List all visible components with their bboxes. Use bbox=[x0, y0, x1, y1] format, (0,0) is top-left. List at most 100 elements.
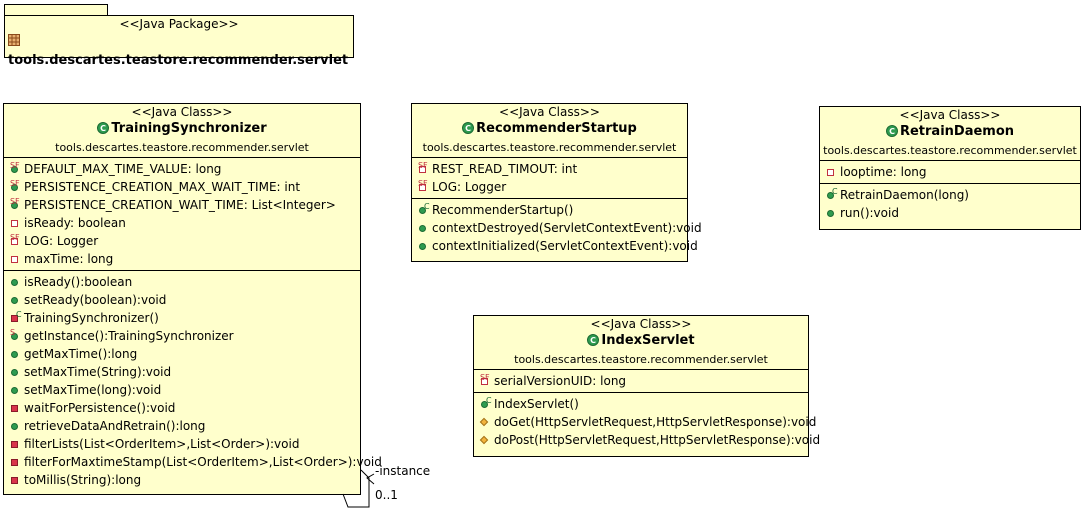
class-icon: C bbox=[587, 334, 600, 352]
method-text: doPost(HttpServletRequest,HttpServletRes… bbox=[494, 433, 821, 447]
method-row[interactable]: filterForMaxtimeStamp(List<OrderItem>,Li… bbox=[4, 453, 382, 471]
method-row[interactable]: getMaxTime():long bbox=[4, 345, 360, 363]
association-multiplicity-label: 0..1 bbox=[375, 488, 398, 502]
method-text: contextDestroyed(ServletContextEvent):vo… bbox=[432, 221, 702, 235]
public-icon bbox=[10, 420, 24, 432]
field-text: REST_READ_TIMOUT: int bbox=[432, 162, 578, 176]
class-icon: C bbox=[97, 122, 110, 140]
public-icon bbox=[10, 384, 24, 396]
method-row[interactable]: doPost(HttpServletRequest,HttpServletRes… bbox=[474, 431, 820, 449]
method-row[interactable]: contextInitialized(ServletContextEvent):… bbox=[412, 237, 698, 255]
method-row[interactable]: waitForPersistence():void bbox=[4, 399, 360, 417]
private-icon bbox=[10, 456, 24, 468]
field-row[interactable]: looptime: long bbox=[820, 163, 1080, 181]
class-name: TrainingSynchronizer bbox=[111, 121, 267, 136]
public-icon bbox=[10, 348, 24, 360]
method-text: filterLists(List<OrderItem>,List<Order>)… bbox=[24, 437, 300, 451]
method-text: isReady():boolean bbox=[24, 275, 133, 289]
svg-text:C: C bbox=[465, 124, 471, 133]
public-icon: S bbox=[10, 329, 24, 342]
method-text: run():void bbox=[840, 206, 899, 220]
package-box[interactable]: <<Java Package>> tools.descartes.teastor… bbox=[4, 15, 354, 68]
class-name: RecommenderStartup bbox=[476, 121, 637, 136]
package-tab bbox=[4, 4, 108, 16]
method-text: getMaxTime():long bbox=[24, 347, 138, 361]
method-text: retrieveDataAndRetrain():long bbox=[24, 419, 206, 433]
class-name: IndexServlet bbox=[601, 333, 695, 348]
class-stereotype: <<Java Class>> bbox=[131, 105, 233, 119]
class-name: RetrainDaemon bbox=[899, 124, 1015, 139]
class-stereotype: <<Java Class>> bbox=[499, 105, 600, 119]
protected-icon bbox=[479, 434, 494, 446]
method-text: setReady(boolean):void bbox=[24, 293, 167, 307]
method-text: doGet(HttpServletRequest,HttpServletResp… bbox=[494, 415, 817, 429]
method-text: RecommenderStartup() bbox=[432, 203, 574, 217]
field-text: PERSISTENCE_CREATION_WAIT_TIME: List<Int… bbox=[24, 198, 336, 212]
public-icon: C bbox=[418, 203, 432, 216]
class-recommender-startup[interactable]: <<Java Class>> C RecommenderStartup tools… bbox=[411, 103, 702, 262]
method-row[interactable]: retrieveDataAndRetrain():long bbox=[4, 417, 360, 435]
method-row[interactable]: contextDestroyed(ServletContextEvent):vo… bbox=[412, 219, 702, 237]
method-text: toMillis(String):long bbox=[24, 473, 142, 487]
field-text: PERSISTENCE_CREATION_MAX_WAIT_TIME: int bbox=[24, 180, 301, 194]
method-row[interactable]: setMaxTime(String):void bbox=[4, 363, 360, 381]
svg-text:C: C bbox=[889, 127, 895, 136]
field-row[interactable]: isReady: boolean bbox=[4, 214, 360, 232]
method-text: getInstance():TrainingSynchronizer bbox=[24, 329, 234, 343]
method-row[interactable]: filterLists(List<OrderItem>,List<Order>)… bbox=[4, 435, 360, 453]
field-row[interactable]: maxTime: long bbox=[4, 250, 360, 268]
method-row[interactable]: doGet(HttpServletRequest,HttpServletResp… bbox=[474, 413, 816, 431]
class-package: tools.descartes.teastore.recommender.ser… bbox=[422, 141, 677, 154]
package-icon bbox=[8, 34, 20, 52]
field-text: DEFAULT_MAX_TIME_VALUE: long bbox=[24, 162, 222, 176]
public-icon bbox=[10, 366, 24, 378]
svg-text:C: C bbox=[590, 336, 596, 345]
method-row[interactable]: toMillis(String):long bbox=[4, 471, 360, 489]
public-icon: C bbox=[826, 188, 840, 201]
package-name: tools.descartes.teastore.recommender.ser… bbox=[8, 53, 349, 68]
method-row[interactable]: setReady(boolean):void bbox=[4, 291, 360, 309]
private-icon bbox=[10, 253, 24, 265]
public-icon bbox=[418, 222, 432, 234]
class-stereotype: <<Java Class>> bbox=[590, 317, 692, 331]
field-text: LOG: Logger bbox=[432, 180, 507, 194]
public-icon: C bbox=[480, 397, 494, 410]
class-icon: C bbox=[885, 125, 898, 143]
field-text: maxTime: long bbox=[24, 252, 114, 266]
method-row[interactable]: setMaxTime(long):void bbox=[4, 381, 360, 399]
method-row[interactable]: run():void bbox=[820, 204, 1080, 222]
class-package: tools.descartes.teastore.recommender.ser… bbox=[823, 144, 1077, 157]
method-row[interactable]: isReady():boolean bbox=[4, 273, 360, 291]
private-icon bbox=[10, 474, 24, 486]
method-text: waitForPersistence():void bbox=[24, 401, 176, 415]
private-icon: C bbox=[10, 311, 24, 324]
public-icon bbox=[10, 294, 24, 306]
private-icon bbox=[10, 402, 24, 414]
method-text: RetrainDaemon(long) bbox=[840, 188, 969, 202]
protected-icon bbox=[479, 416, 494, 428]
